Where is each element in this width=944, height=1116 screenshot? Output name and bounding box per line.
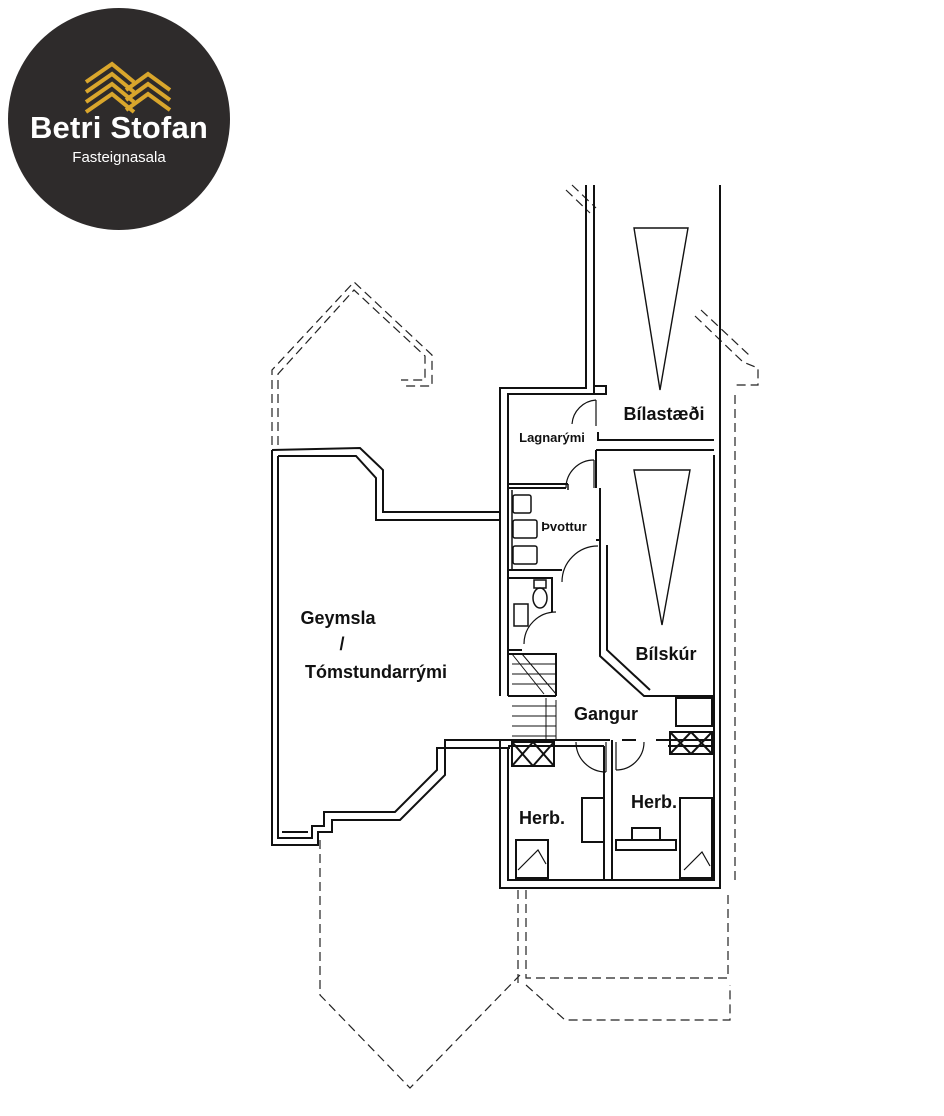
brand-subtitle: Fasteignasala [72,149,166,166]
company-logo: Betri Stofan Fasteignasala [8,8,230,230]
herb-details [517,849,711,871]
door-swings [523,399,645,773]
room-label-bilskur: Bílskúr [635,644,696,664]
toilet-icon [513,579,548,627]
parking-arrows [633,227,691,626]
room-label-geymsla-1: Geymsla [300,608,376,628]
room-label-thvottur: Þvottur [541,519,587,534]
stairs [511,653,557,740]
brand-name: Betri Stofan [29,110,209,145]
room-label-lagnarymi: Lagnarými [519,430,585,445]
walls [271,185,721,889]
room-label-bilastaedi: Bílastæði [623,404,704,424]
partitions [511,484,569,570]
room-label-herb-right: Herb. [631,792,677,812]
rooftops-icon [84,61,172,114]
room-label-gangur: Gangur [574,704,638,724]
room-label-herb-left: Herb. [519,808,565,828]
dashed-outlines [271,184,759,1089]
room-label-geymsla-3: Tómstundarrými [305,662,447,682]
room-label-geymsla-2: / [339,634,344,654]
laundry-appliances [512,494,538,565]
